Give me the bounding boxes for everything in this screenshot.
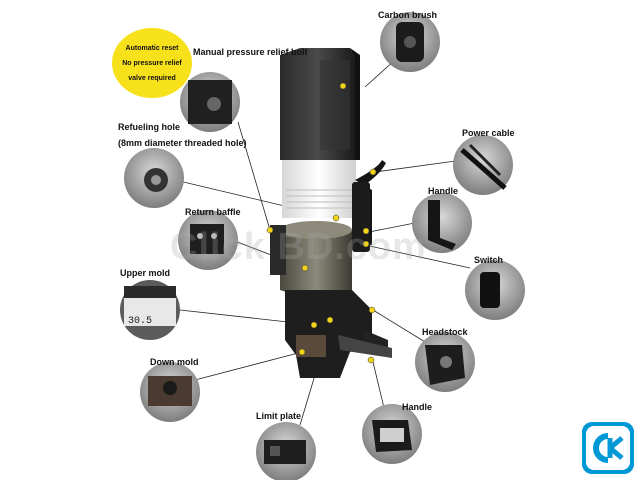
- label-power-cable: Power cable: [462, 128, 515, 138]
- label-down-mold: Down mold: [150, 357, 199, 367]
- label-upper-mold: Upper mold: [120, 268, 171, 278]
- headstock-closeup: [415, 332, 475, 392]
- mold-marking: 30.5: [128, 316, 152, 327]
- badge-line-1: Automatic reset: [125, 44, 179, 52]
- label-carbon-brush: Carbon brush: [378, 10, 438, 20]
- label-switch: Switch: [474, 255, 504, 265]
- relief-bolt-closeup: [180, 72, 240, 132]
- down-mold-closeup: [140, 362, 200, 422]
- label-limit-plate: Limit plate: [256, 411, 302, 421]
- handle-closeup: [412, 193, 472, 253]
- fan-housing: [282, 160, 356, 218]
- machine-body: [270, 48, 392, 378]
- label-refueling-hole: Refueling hole: [118, 122, 181, 132]
- leader-carbon-brush: [364, 59, 396, 88]
- label-manual-pressure-relief-bolt: Manual pressure relief bolt: [193, 47, 308, 57]
- switch-closeup: [465, 260, 525, 320]
- watermark: Click BD.com: [170, 226, 427, 268]
- leader-relief-bolt: [237, 121, 271, 231]
- label-handle-lower: Handle: [402, 402, 433, 412]
- badge-line-2: No pressure relief: [122, 59, 182, 67]
- upper-mold-closeup: 30.5: [120, 280, 180, 340]
- badge-line-3: valve required: [128, 74, 176, 82]
- leader-down-mold: [194, 351, 303, 381]
- leader-headstock: [372, 309, 431, 346]
- yellow-feature-badge: Automatic reset No pressure relief valve…: [112, 28, 192, 98]
- label-headstock: Headstock: [422, 327, 468, 337]
- power-cable-closeup: [453, 135, 513, 195]
- label-return-baffle: Return baffle: [185, 207, 241, 217]
- leader-handle-lower: [372, 361, 386, 413]
- limit-plate-closeup: [256, 422, 316, 480]
- label-refueling-hole-detail: (8mm diameter threaded hole): [118, 138, 247, 148]
- clickbd-logo-icon: [582, 422, 634, 474]
- leader-power-cable: [374, 159, 464, 173]
- callout-dots: [266, 82, 377, 364]
- headstock-base: [285, 290, 372, 378]
- carbon-brush-closeup: [380, 12, 440, 72]
- refueling-hole-closeup: [124, 148, 184, 208]
- hydraulic-cylinder: [280, 224, 352, 297]
- return-baffle-closeup: [178, 210, 238, 270]
- leader-switch: [364, 244, 471, 269]
- label-handle-upper: Handle: [428, 186, 459, 196]
- leader-handle-upper: [368, 221, 421, 233]
- handle-lower-closeup: [362, 404, 422, 464]
